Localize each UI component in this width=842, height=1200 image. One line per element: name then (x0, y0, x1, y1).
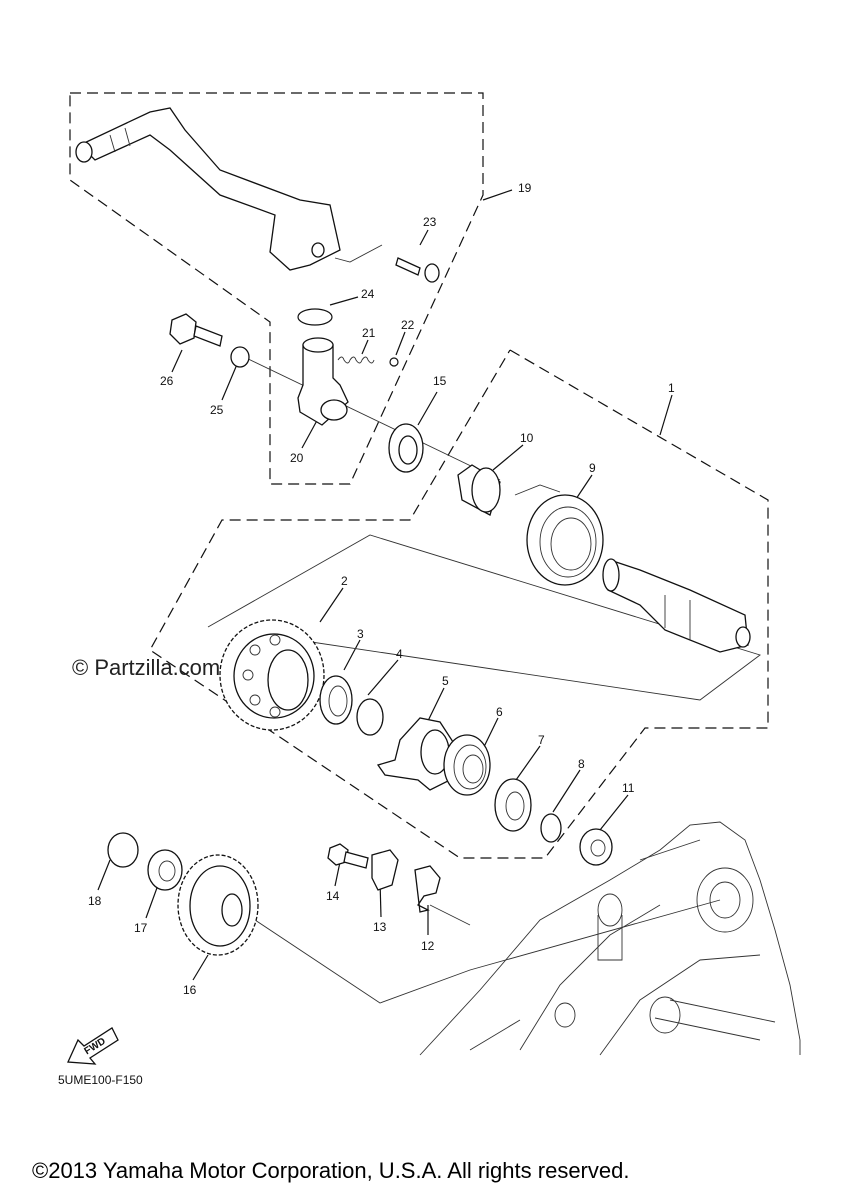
spring-6-part (443, 734, 491, 796)
leader-line-10 (492, 444, 524, 471)
callout-9: 9 (589, 461, 596, 475)
leader-line-1 (659, 394, 673, 436)
callout-16: 16 (183, 983, 197, 997)
callout-6: 6 (496, 705, 503, 719)
kick-lever-part (75, 107, 383, 271)
callout-2: 2 (341, 574, 348, 588)
callout-15: 15 (433, 374, 447, 388)
leader-line-7 (515, 745, 541, 781)
axis-line-guide (429, 904, 471, 926)
leader-line-16 (192, 954, 209, 981)
stopper-13-part (371, 849, 399, 891)
leader-line-25 (221, 361, 239, 401)
leader-line-23 (419, 229, 429, 246)
leader-line-2 (319, 587, 344, 623)
circlip-18-part (107, 832, 139, 868)
callout-12: 12 (421, 939, 435, 953)
leader-line-11 (599, 794, 629, 831)
callout-10: 10 (520, 431, 534, 445)
callout-25: 25 (210, 403, 224, 417)
idle-gear-16-part (177, 854, 259, 956)
bolt-14-part (327, 843, 369, 869)
callout-4: 4 (396, 647, 403, 661)
leader-line-3 (343, 639, 361, 671)
axis-line-lower (239, 899, 721, 1004)
leader-line-17 (145, 884, 159, 919)
drawing-code: 5UME100-F150 (58, 1073, 143, 1087)
crankcase-outline (419, 821, 801, 1056)
washer-11-inner (590, 839, 606, 857)
copyright-notice: ©2013 Yamaha Motor Corporation, U.S.A. A… (32, 1158, 630, 1183)
washer-7-part (494, 778, 532, 832)
leader-line-26 (171, 349, 183, 373)
leader-line-24 (329, 296, 359, 306)
callout-24: 24 (361, 287, 375, 301)
callout-19: 19 (518, 181, 532, 195)
leader-line-5 (425, 687, 445, 726)
circlip-4-part (356, 698, 384, 736)
bolt-23-part (395, 257, 440, 283)
callout-7: 7 (538, 733, 545, 747)
axis-line-shaft (207, 534, 761, 701)
callout-13: 13 (373, 920, 387, 934)
washer-11-part (579, 828, 613, 866)
callout-8: 8 (578, 757, 585, 771)
ratchet-5-part (376, 717, 456, 791)
guide-12-part (414, 865, 441, 913)
callout-20: 20 (290, 451, 304, 465)
callout-23: 23 (423, 215, 437, 229)
callout-5: 5 (442, 674, 449, 688)
group-outline-kick-lever (69, 92, 484, 485)
fwd-direction-arrow (67, 1027, 119, 1065)
kick-gear-2-part (219, 619, 325, 731)
oil-seal-15-part (388, 423, 424, 473)
ball-22-part (389, 357, 399, 367)
leader-line-8 (552, 769, 581, 813)
spring-21-part (337, 356, 375, 364)
kick-axle-shaft-part (602, 558, 751, 653)
circlip-8-part (540, 813, 562, 843)
leader-line-4 (367, 659, 399, 696)
washer-3-inner (328, 685, 348, 717)
collar-10-part (457, 464, 501, 516)
washer-17-inner (158, 860, 176, 882)
kick-boss-20-part (297, 337, 349, 426)
leader-line-15 (417, 391, 438, 426)
callout-22: 22 (401, 318, 415, 332)
o-ring-24-part (297, 308, 333, 326)
leader-line-21 (361, 339, 369, 355)
callout-1: 1 (668, 381, 675, 395)
callout-17: 17 (134, 921, 148, 935)
leader-line-19 (482, 189, 513, 201)
washer-17-part (147, 849, 183, 891)
axis-line-upper (239, 354, 501, 481)
leader-line-18 (97, 859, 111, 891)
callout-14: 14 (326, 889, 340, 903)
bolt-26-part (169, 313, 223, 347)
torsion-spring-9-part (514, 484, 604, 586)
washer-7-inner (505, 791, 525, 821)
leader-line-14 (334, 861, 341, 887)
washer-25-part (230, 346, 250, 368)
callout-26: 26 (160, 374, 174, 388)
watermark: © Partzilla.com (72, 655, 221, 680)
callout-3: 3 (357, 627, 364, 641)
callout-21: 21 (362, 326, 376, 340)
callout-11: 11 (622, 781, 635, 795)
leader-line-22 (395, 331, 406, 356)
callout-18: 18 (88, 894, 102, 908)
group-outline-kick-axle (149, 349, 769, 859)
